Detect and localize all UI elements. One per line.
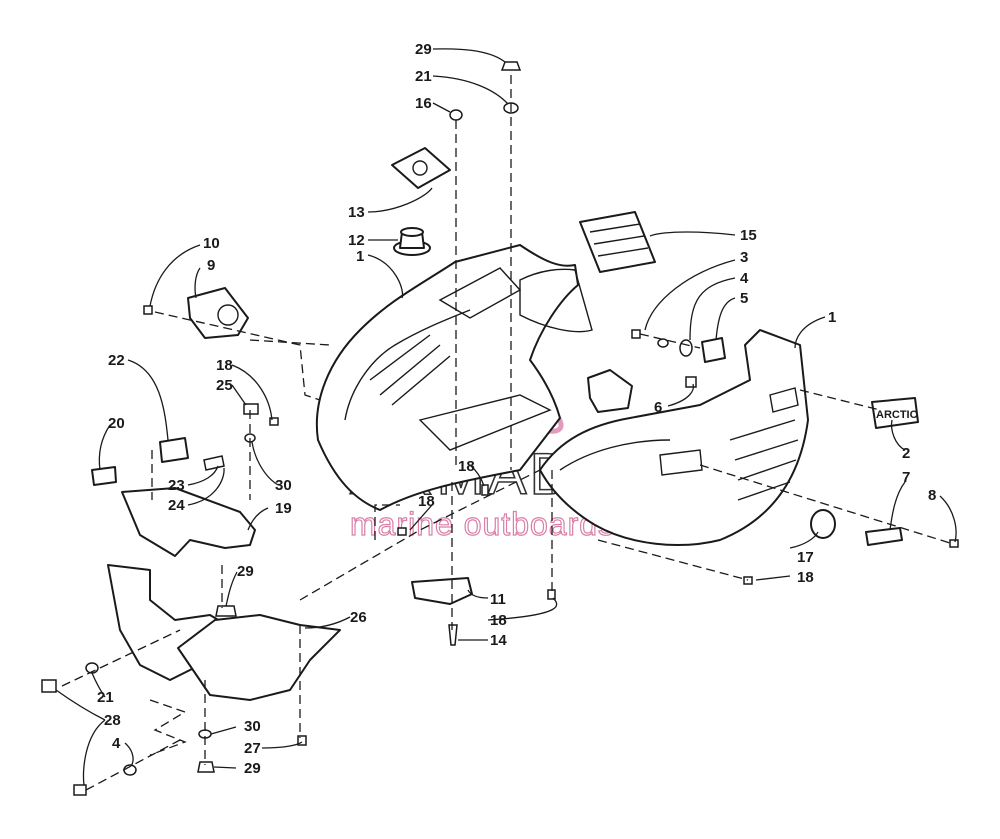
callout-13: 13 <box>348 204 365 221</box>
callout-21-top: 21 <box>415 68 432 85</box>
callout-28: 28 <box>104 712 121 729</box>
callout-14: 14 <box>490 632 507 649</box>
mounting-plate <box>391 147 451 189</box>
callout-16: 16 <box>415 95 432 112</box>
bracket-20 <box>91 466 117 486</box>
callout-2: 2 <box>902 445 910 462</box>
callout-27: 27 <box>244 740 261 757</box>
hardware <box>41 61 959 796</box>
grommet <box>393 227 431 256</box>
callout-18-bottom: 18 <box>490 612 507 629</box>
callout-30-upper: 30 <box>275 477 292 494</box>
callout-24: 24 <box>168 497 185 514</box>
cap-17 <box>810 509 836 539</box>
callout-18-center: 18 <box>458 458 475 475</box>
callout-26: 26 <box>350 609 367 626</box>
callout-11: 11 <box>490 591 506 608</box>
callout-1-left: 1 <box>356 248 364 265</box>
callout-30-lower: 30 <box>244 718 261 735</box>
callout-6: 6 <box>654 399 662 416</box>
bracket-center <box>587 369 633 413</box>
callout-17: 17 <box>797 549 814 566</box>
assembly-lines <box>61 75 951 791</box>
callout-5: 5 <box>740 290 748 307</box>
callout-23: 23 <box>168 477 185 494</box>
callout-7: 7 <box>902 469 910 486</box>
mounting-plate-hole <box>412 160 428 176</box>
callout-19: 19 <box>275 500 292 517</box>
callout-labels: 29 21 16 13 12 1 15 3 4 5 1 6 2 7 8 10 9… <box>97 41 936 777</box>
callout-12: 12 <box>348 232 365 249</box>
callout-29-top: 29 <box>415 41 432 58</box>
callout-25: 25 <box>216 377 233 394</box>
belly-pan-right <box>539 329 809 546</box>
callout-18-left: 18 <box>216 357 233 374</box>
callout-10: 10 <box>203 235 220 252</box>
switch-5 <box>701 337 726 363</box>
handle <box>121 487 256 557</box>
callout-22: 22 <box>108 352 125 369</box>
callout-4-bottom: 4 <box>112 735 121 752</box>
bracket-22 <box>159 437 189 463</box>
watermark-tagline: marine outboards <box>350 506 615 542</box>
callout-29-bottom: 29 <box>244 760 261 777</box>
vent-panel <box>579 211 656 273</box>
callout-8: 8 <box>928 487 936 504</box>
skid-plate-right <box>177 614 341 701</box>
belly-pan-left <box>315 244 593 511</box>
callout-9: 9 <box>207 257 215 274</box>
callout-4-top: 4 <box>740 270 749 287</box>
plate-11 <box>411 577 473 605</box>
callout-20: 20 <box>108 415 125 432</box>
callout-18-right: 18 <box>797 569 814 586</box>
arctic-decal: ARCTIC <box>871 397 919 429</box>
actuator-assembly <box>187 287 249 339</box>
callout-1-right: 1 <box>828 309 836 326</box>
leader-lines <box>55 48 957 786</box>
callout-18-center-left: 18 <box>418 493 435 510</box>
callout-29-mid: 29 <box>237 563 254 580</box>
arctic-decal-text: ARCTIC <box>876 409 918 421</box>
callout-21-bottom: 21 <box>97 689 114 706</box>
callout-3: 3 <box>740 249 748 266</box>
callout-15: 15 <box>740 227 757 244</box>
plate-7 <box>865 527 903 546</box>
